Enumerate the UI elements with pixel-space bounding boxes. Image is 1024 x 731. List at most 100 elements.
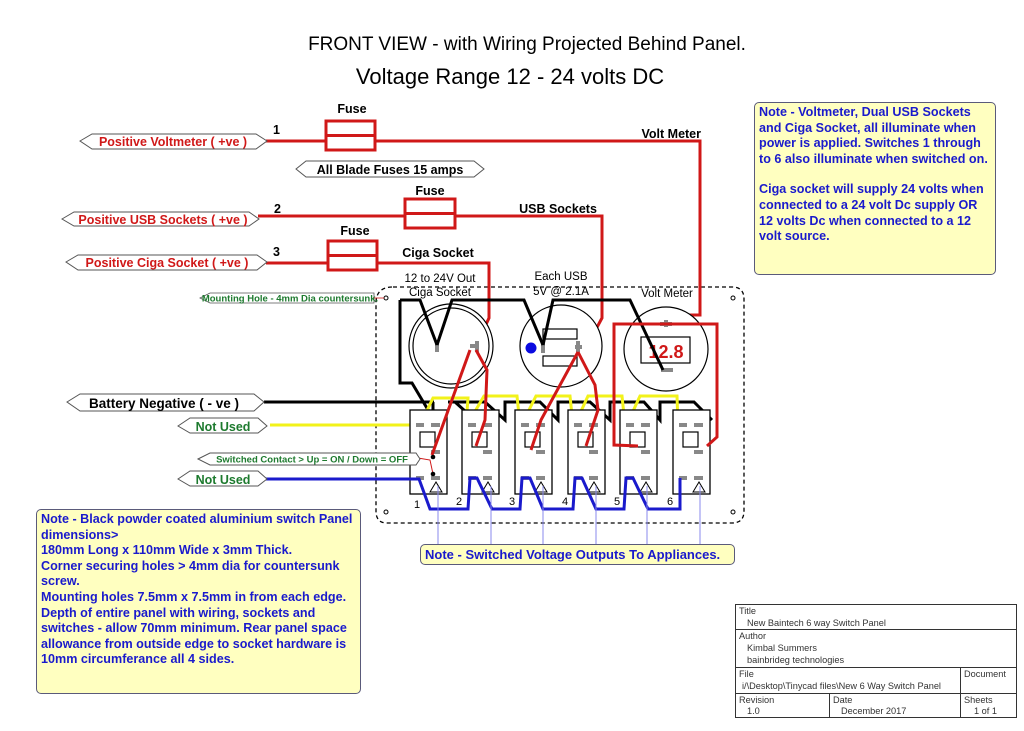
svg-text:Positive USB Sockets ( +ve ): Positive USB Sockets ( +ve ): [78, 213, 247, 227]
tag-positive-ciga: Positive Ciga Socket ( +ve ): [65, 254, 268, 271]
note-dim-line-4: Mounting holes 7.5mm x 7.5mm in from eac…: [41, 589, 347, 604]
rocker-switch: 3: [509, 409, 553, 508]
wire-3-number: 3: [273, 245, 280, 259]
note-panel-dimensions: Note - Black powder coated aluminium swi…: [36, 509, 361, 694]
tag-switched-contact: Switched Contact > Up = ON / Down = OFF: [196, 452, 421, 466]
revision-value: 1.0: [747, 706, 760, 716]
svg-text:Not Used: Not Used: [196, 473, 251, 487]
output-terminal-icon: [587, 481, 601, 493]
output-terminal-icon: [534, 481, 548, 493]
svg-text:Positive Ciga Socket ( +ve ): Positive Ciga Socket ( +ve ): [86, 256, 249, 270]
title-block-title-row: Title New Baintech 6 way Switch Panel: [736, 605, 1016, 630]
tag-positive-usb: Positive USB Sockets ( +ve ): [61, 211, 260, 227]
revision-caption: Revision: [739, 695, 775, 705]
rocker-switch: 2: [456, 409, 500, 508]
output-leaders: [437, 486, 701, 545]
tag-battery-negative: Battery Negative ( - ve ): [66, 393, 265, 412]
voltmeter-label: Volt Meter: [641, 288, 693, 300]
note-dim-line-1: Note - Black powder coated aluminium swi…: [41, 512, 353, 542]
mounting-hole-tl: [383, 295, 389, 301]
author-value: Kimbal Summers: [747, 643, 817, 653]
title-block-author-row: Author Kimbal Summers bainbrideg technol…: [736, 630, 1016, 668]
output-terminal-icon: [639, 481, 653, 493]
wire-2-number: 2: [274, 202, 281, 216]
fuse-3-label: Fuse: [340, 224, 369, 238]
rocker-switch: 6: [667, 409, 711, 508]
svg-text:Mounting Hole - 4mm Dia counte: Mounting Hole - 4mm Dia countersunk.: [202, 294, 378, 305]
title-block-file-row: File i/\Desktop\Tinycad files\New 6 Way …: [736, 668, 1016, 694]
title-caption: Title: [739, 606, 757, 616]
organization-value: bainbrideg technologies: [747, 655, 845, 665]
diagram-title: FRONT VIEW - with Wiring Projected Behin…: [308, 34, 746, 55]
switch-number: 3: [509, 496, 515, 508]
ciga-socket-label-1: 12 to 24V Out: [405, 273, 477, 285]
rocker-switch: 5: [614, 409, 658, 508]
fuse-rating-tag: All Blade Fuses 15 amps: [295, 160, 485, 178]
switch-bank: 1 2 3 4 5 6: [409, 409, 711, 511]
date-caption: Date: [833, 695, 853, 705]
fuse-1-label: Fuse: [337, 102, 366, 116]
diagram-subtitle: Voltage Range 12 - 24 volts DC: [356, 64, 664, 89]
svg-text:Switched Contact > Up = ON / D: Switched Contact > Up = ON / Down = OFF: [216, 455, 408, 466]
ciga-socket: [408, 303, 494, 389]
switch-number: 5: [614, 496, 620, 508]
usb-socket: [519, 304, 603, 388]
note-switched-outputs: Note - Switched Voltage Outputs To Appli…: [420, 544, 735, 565]
svg-text:Not Used: Not Used: [196, 420, 251, 434]
switch-body: [461, 409, 500, 495]
volt-meter: 12.8: [623, 306, 709, 392]
note-dim-line-2: 180mm Long x 110mm Wide x 3mm Thick.: [41, 543, 293, 558]
wire-positive-voltmeter: [266, 119, 702, 317]
switch-number: 4: [562, 496, 568, 508]
switch-lamp: [419, 431, 436, 448]
title-block: Title New Baintech 6 way Switch Panel Au…: [735, 604, 1017, 718]
svg-text:Positive Voltmeter ( +ve ): Positive Voltmeter ( +ve ): [99, 135, 247, 149]
note-illumination-para-1: Note - Voltmeter, Dual USB Sockets and C…: [759, 105, 988, 166]
svg-text:Battery Negative ( - ve ): Battery Negative ( - ve ): [89, 396, 239, 411]
note-switched-outputs-text: Note - Switched Voltage Outputs To Appli…: [425, 547, 721, 562]
usb-label-2: 5V @ 2.1A: [533, 286, 589, 298]
mounting-hole-bl: [383, 509, 389, 515]
title-value: New Baintech 6 way Switch Panel: [747, 618, 886, 628]
usb-port-2: [542, 355, 578, 367]
switched-contact-leader: [417, 457, 434, 475]
switch-lamp: [682, 431, 699, 448]
ciga-socket-label-2: Ciga Socket: [409, 287, 472, 299]
note-illumination: Note - Voltmeter, Dual USB Sockets and C…: [754, 102, 996, 275]
file-value: i/\Desktop\Tinycad files\New 6 Way Switc…: [742, 681, 941, 691]
title-block-revision-row: Revision 1.0 Date December 2017 Sheets 1…: [736, 694, 1016, 718]
sheets-caption: Sheets: [964, 695, 993, 705]
note-dim-line-5: Depth of entire panel with wiring, socke…: [41, 605, 347, 667]
switch-body: [409, 409, 448, 495]
wire-switch-feeds: [430, 322, 719, 456]
usb-port-1: [542, 328, 578, 340]
date-value: December 2017: [841, 706, 907, 716]
svg-text:All Blade Fuses 15 amps: All Blade Fuses 15 amps: [317, 163, 464, 177]
sheets-value: 1 of 1: [974, 706, 997, 716]
switch-number: 2: [456, 496, 462, 508]
switch-number: 1: [414, 499, 420, 511]
file-caption: File: [739, 669, 754, 679]
note-dim-line-3: Corner securing holes > 4mm dia for coun…: [41, 558, 340, 589]
tag-not-used-top: Not Used: [177, 417, 268, 434]
output-terminal-icon: [692, 481, 706, 493]
rocker-switch: 4: [562, 409, 606, 508]
tag-positive-voltmeter: Positive Voltmeter ( +ve ): [79, 133, 268, 150]
contact-dot-1: [430, 454, 436, 460]
tag-not-used-bottom: Not Used: [177, 470, 268, 487]
usb-label-1: Each USB: [534, 271, 587, 283]
author-caption: Author: [739, 631, 767, 641]
mounting-hole-tr: [730, 295, 736, 301]
document-caption: Document: [964, 669, 1006, 679]
contact-dot-2: [430, 471, 436, 477]
destination-volt-meter: Volt Meter: [642, 127, 702, 141]
usb-led-icon: [525, 342, 537, 354]
note-illumination-para-2: Ciga socket will supply 24 volts when co…: [759, 182, 984, 244]
mounting-hole-br: [730, 509, 736, 515]
destination-usb-sockets: USB Sockets: [519, 202, 597, 216]
rocker-switch: 1: [409, 409, 448, 511]
tag-mounting-hole: Mounting Hole - 4mm Dia countersunk.: [199, 292, 384, 305]
output-terminal-icon: [429, 481, 443, 493]
